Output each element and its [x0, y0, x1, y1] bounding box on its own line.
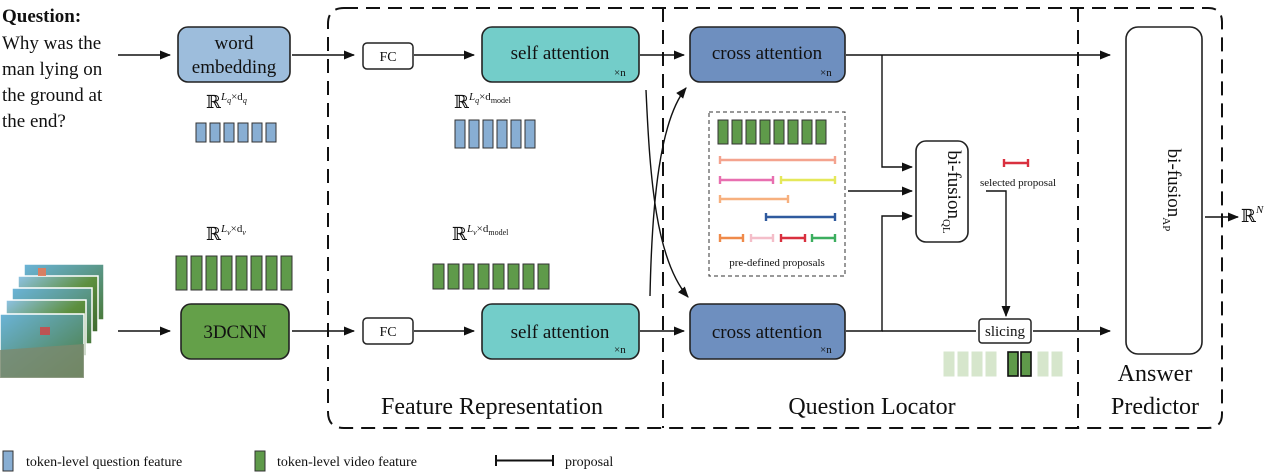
video-tokens-model: [432, 263, 550, 290]
question-line: man lying on: [2, 59, 103, 80]
question-tokens-model: [454, 119, 536, 149]
word-embedding-block: word embedding: [177, 26, 291, 83]
selected-proposal-label: selected proposal: [980, 177, 1056, 189]
question-model-dim: ℝLq×dmodel: [454, 91, 512, 112]
arrow: [846, 211, 914, 332]
legend-question-swatch: [2, 450, 14, 472]
proposal-interval: [779, 176, 837, 184]
question-text: Question: Why was the man lying on the g…: [2, 6, 103, 132]
output-dim: ℝN: [1241, 204, 1264, 226]
proposal-video-tokens: [717, 119, 827, 145]
proposal-interval: [749, 234, 775, 242]
repeat-mark: ×n: [614, 344, 626, 356]
arrow: [986, 190, 1011, 318]
video-tokens-raw: [175, 255, 293, 291]
fc-label: FC: [379, 50, 396, 65]
legend: token-level question feature token-level…: [2, 450, 613, 472]
legend-question-label: token-level question feature: [26, 455, 182, 470]
cross-attention-label: cross attention: [712, 322, 823, 343]
svg-text:bi-fusionQL: bi-fusionQL: [940, 150, 964, 234]
bifusion-ql-label: bi-fusion: [943, 150, 964, 219]
fc-block-bottom: FC: [362, 317, 414, 345]
bifusion-ql-block: bi-fusionQL: [915, 140, 969, 243]
section-title-answer: Answer: [1118, 361, 1193, 387]
connector-arrows: [118, 50, 1240, 336]
self-attention-label: self attention: [511, 43, 610, 64]
selected-proposal-interval: [1002, 159, 1030, 167]
proposal-interval: [718, 156, 837, 164]
proposal-interval: [718, 234, 745, 242]
bifusion-ql-subscript: QL: [940, 219, 952, 234]
cross-arrow-down: [645, 89, 689, 298]
slicing-label: slicing: [985, 324, 1025, 340]
slicing-block: slicing: [978, 318, 1032, 344]
section-title-feature-representation: Feature Representation: [381, 394, 603, 420]
selected-proposal: selected proposal: [980, 159, 1056, 189]
proposal-interval: [810, 234, 837, 242]
self-attention-block-top: self attention ×n: [481, 26, 640, 83]
question-raw-dim: ℝLq×dq: [206, 91, 247, 112]
self-attention-label: self attention: [511, 322, 610, 343]
bifusion-ap-block: bi-fusionAP: [1125, 26, 1203, 355]
proposal-interval: [718, 176, 775, 184]
legend-video-swatch: [254, 450, 266, 472]
proposal-intervals: [718, 156, 837, 242]
cross-arrow-up: [649, 87, 687, 297]
sliced-video-tokens: [943, 351, 1063, 377]
legend-proposal-icon: [495, 455, 554, 466]
section-title-question-locator: Question Locator: [788, 394, 955, 420]
cross-attention-block-bottom: cross attention ×n: [689, 303, 846, 360]
proposal-interval: [779, 234, 807, 242]
section-title-predictor: Predictor: [1111, 394, 1199, 420]
dimension-labels: ℝLq×dq ℝLq×dmodel ℝLv×dv ℝLv×dmodel ℝN: [206, 91, 1264, 244]
question-tokens-raw: [195, 122, 277, 143]
legend-proposal-label: proposal: [565, 455, 613, 470]
bifusion-ap-label: bi-fusion: [1163, 149, 1184, 218]
video-frames-image: [0, 263, 105, 379]
cnn-block: 3DCNN: [180, 303, 290, 360]
svg-text:bi-fusionAP: bi-fusionAP: [1160, 149, 1184, 232]
fc-label: FC: [379, 325, 396, 340]
video-model-dim: ℝLv×dmodel: [452, 223, 509, 244]
cross-attention-label: cross attention: [712, 43, 823, 64]
question-line: the end?: [2, 111, 66, 132]
question-label: Question:: [2, 6, 81, 27]
cross-attention-block-top: cross attention ×n: [689, 26, 846, 83]
legend-video-label: token-level video feature: [277, 455, 417, 470]
fc-block-top: FC: [362, 42, 414, 70]
question-line: Why was the: [2, 33, 101, 54]
predefined-proposals-label: pre-defined proposals: [729, 257, 825, 269]
question-line: the ground at: [2, 85, 103, 106]
repeat-mark: ×n: [820, 67, 832, 79]
repeat-mark: ×n: [614, 67, 626, 79]
section-frames: [327, 7, 1223, 429]
self-attention-block-bottom: self attention ×n: [481, 303, 640, 360]
word-embedding-line: word: [214, 33, 254, 54]
arrow: [881, 55, 914, 172]
proposal-interval: [718, 195, 790, 203]
video-raw-dim: ℝLv×dv: [206, 223, 246, 244]
bifusion-ap-subscript: AP: [1160, 217, 1172, 231]
cnn-label: 3DCNN: [203, 322, 267, 343]
outer-dashed-frame: [327, 7, 1223, 429]
predefined-proposals-box: pre-defined proposals: [708, 111, 846, 277]
word-embedding-line: embedding: [192, 57, 277, 78]
repeat-mark: ×n: [820, 344, 832, 356]
proposal-interval: [764, 213, 837, 221]
